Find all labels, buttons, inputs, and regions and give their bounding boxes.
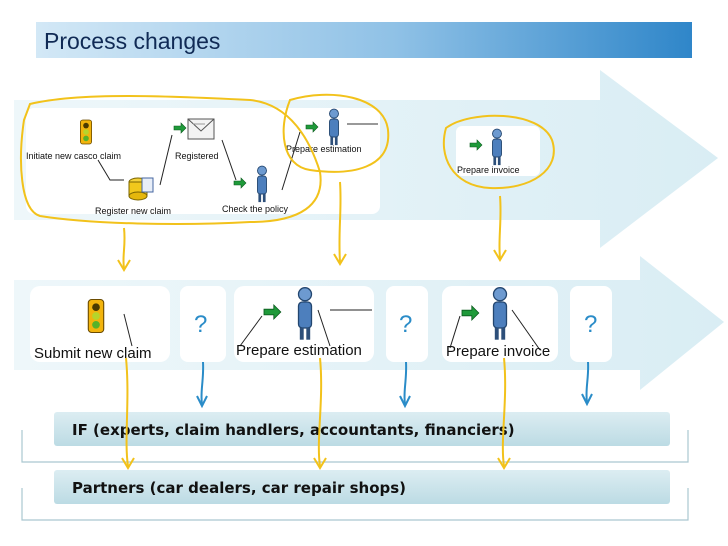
upper-register-label: Register new claim <box>95 206 171 216</box>
upper-registered-label: Registered <box>175 151 219 161</box>
partners-bar-bracket <box>21 488 689 521</box>
slide-title: Process changes <box>44 28 221 54</box>
invoice-label: Prepare invoice <box>446 343 550 360</box>
partners-bar <box>54 470 670 504</box>
blue-down-arrow <box>196 361 208 409</box>
blue-down-arrow <box>399 361 411 409</box>
unknown-step-mark: ? <box>399 311 412 338</box>
if-bar-label: IF (experts, claim handlers, accountants… <box>72 421 515 439</box>
submit-claim-label: Submit new claim <box>34 345 152 362</box>
down-arrow <box>497 357 511 470</box>
upper-check-policy-label: Check the policy <box>222 204 289 214</box>
upper-workflow-panel <box>26 108 380 214</box>
traffic-light-icon <box>87 298 105 334</box>
unknown-step-box <box>570 286 612 362</box>
down-arrow <box>121 357 135 470</box>
partners-bar-label: Partners (car dealers, car repair shops) <box>72 479 406 497</box>
database-icon <box>128 177 154 201</box>
highlight-outline <box>20 95 322 225</box>
down-arrow <box>333 181 347 266</box>
upper-estimation-label: Prepare estimation <box>286 144 362 154</box>
unknown-step-box <box>386 286 428 362</box>
envelope-icon <box>187 118 215 140</box>
connector-line <box>159 134 173 186</box>
unknown-step-box <box>180 286 226 362</box>
unknown-step-mark: ? <box>194 311 207 338</box>
highlight-outline <box>282 93 390 173</box>
title-bar: Process changes <box>36 22 692 58</box>
connector-line <box>97 159 124 181</box>
connector-line <box>281 131 301 191</box>
down-arrow <box>313 357 327 470</box>
traffic-light-icon <box>80 119 92 145</box>
down-arrow <box>117 227 131 272</box>
if-bar <box>54 412 670 446</box>
highlight-outline <box>442 114 555 190</box>
upper-initiate-label: Initiate new casco claim <box>26 151 121 161</box>
blue-down-arrow <box>581 361 593 407</box>
unknown-step-mark: ? <box>584 311 597 338</box>
down-arrow <box>493 195 507 262</box>
connector-line <box>221 139 237 181</box>
estimation-label: Prepare estimation <box>236 342 362 359</box>
upper-invoice-label: Prepare invoice <box>457 165 520 175</box>
if-bar-bracket <box>21 430 689 463</box>
